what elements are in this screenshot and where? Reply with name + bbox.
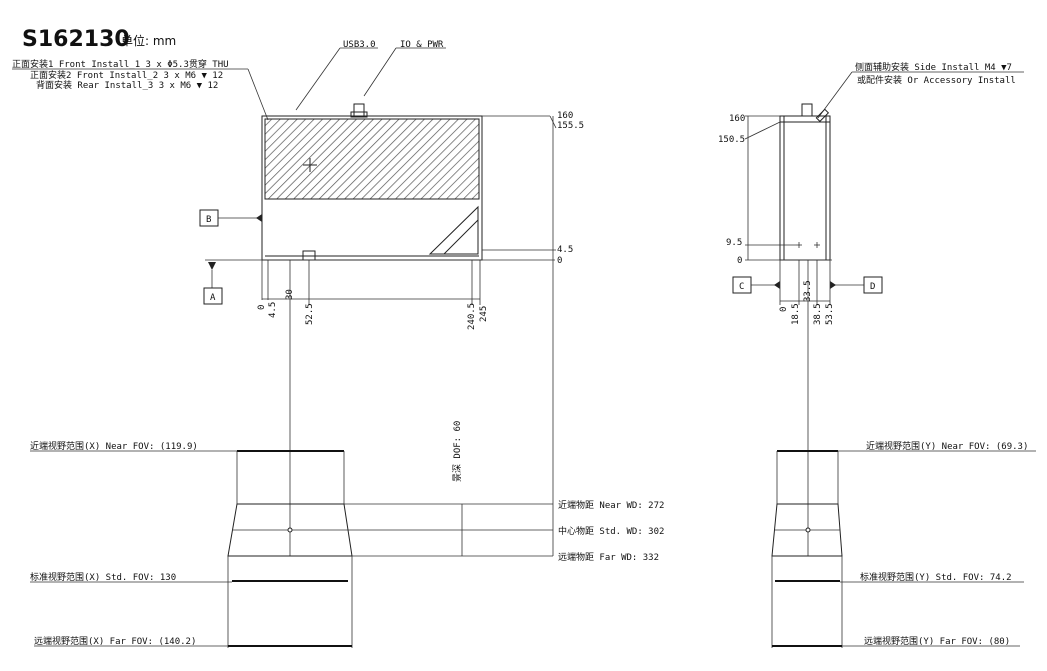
side-view-body (779, 115, 831, 261)
datum-a-label: A (210, 293, 216, 303)
dim-side-x33: 33.5 (803, 280, 813, 302)
dim-side-h150: 150.5 (718, 135, 745, 145)
datum-a-marker (208, 262, 216, 270)
datum-b-marker (256, 214, 262, 222)
side-ext-150 (744, 121, 781, 140)
front-center-point (287, 527, 293, 533)
usb-label: USB3.0 (343, 40, 376, 50)
io-connector (353, 103, 365, 117)
side-connector-angled (815, 108, 830, 123)
dim-front-x52: 52.5 (305, 303, 315, 325)
std-fov-x-label: 标准视野范围(X) Std. FOV: 130 (30, 571, 176, 583)
dim-side-h160: 160 (729, 114, 745, 124)
dim-side-x18: 18.5 (791, 303, 801, 325)
hatched-section (264, 118, 480, 200)
side-center-point (805, 527, 811, 533)
model-title: S162130 (22, 27, 130, 52)
dim-side-x0: 0 (779, 307, 789, 312)
datum-b-label: B (206, 215, 211, 225)
leader-install (247, 68, 269, 121)
dim-front-x30: 30 (285, 289, 295, 300)
io-label: IO & PWR (400, 40, 444, 50)
dim-side-h0: 0 (737, 256, 742, 266)
dim-front-h160: 160 (557, 111, 573, 121)
far-fov-x-label: 远端视野范围(X) Far FOV: (140.2) (34, 635, 196, 647)
unit-label: 单位: mm (121, 33, 176, 48)
std-wd-label: 中心物距 Std. WD: 302 (558, 525, 664, 537)
far-wd-label: 远端物距 Far WD: 332 (558, 551, 659, 563)
dim-side-x53: 53.5 (825, 303, 835, 325)
dim-side-h9: 9.5 (726, 238, 742, 248)
dim-front-x240: 240.5 (467, 303, 477, 330)
far-fov-y-label: 远端视野范围(Y) Far FOV: (80) (864, 635, 1010, 647)
rib-inner (443, 219, 479, 255)
accessory-install-note: 或配件安装 Or Accessory Install (857, 74, 1016, 86)
rear-install-note: 背面安装 Rear Install_3 3 x M6 ▼ 12 (36, 79, 218, 91)
near-fov-x-label: 近端视野范围(X) Near FOV: (119.9) (30, 440, 198, 452)
dim-front-h4: 4.5 (557, 245, 573, 255)
support-rib (428, 205, 479, 255)
dim-front-h0: 0 (557, 256, 562, 266)
side-connector (801, 103, 813, 117)
dim-front-x0: 0 (257, 305, 267, 310)
std-fov-y-label: 标准视野范围(Y) Std. FOV: 74.2 (860, 571, 1012, 583)
datum-d-marker (830, 281, 836, 289)
dof-label: 景深 DOF: 60 (452, 421, 463, 482)
datum-c-label: C (739, 282, 744, 292)
side-install-note: 侧面辅助安装 Side Install M4 ▼7 (855, 61, 1012, 73)
io-connector-base (350, 111, 368, 118)
usb-leader (295, 47, 341, 111)
dim-front-x245: 245 (479, 306, 489, 322)
datum-d-label: D (870, 282, 875, 292)
front-install-1-note: 正面安装1 Front Install_1 3 x Φ5.3贯穿 THU (12, 58, 229, 70)
io-leader (363, 47, 397, 97)
dim-side-x38: 38.5 (813, 303, 823, 325)
datum-a-box (203, 287, 223, 305)
datum-c-marker (774, 281, 780, 289)
dim-front-x4: 4.5 (268, 302, 278, 318)
dim-front-h155: 155.5 (557, 121, 584, 131)
near-fov-y-label: 近端视野范围(Y) Near FOV: (69.3) (866, 440, 1028, 452)
front-install-2-note: 正面安装2 Front Install_2 3 x M6 ▼ 12 (30, 69, 223, 81)
near-wd-label: 近端物距 Near WD: 272 (558, 499, 664, 511)
